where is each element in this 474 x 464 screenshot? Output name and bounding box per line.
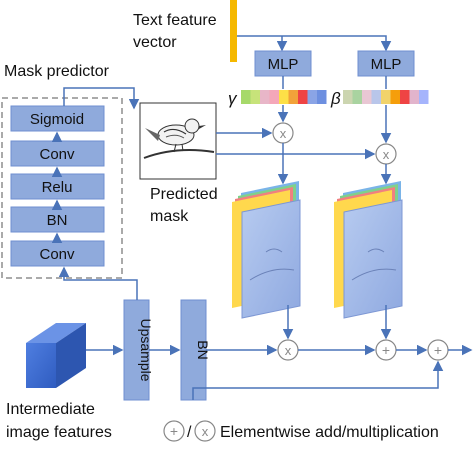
layer-conv-bottom — [10, 240, 105, 267]
multiply-op-gamma-symbol: x — [280, 126, 287, 141]
gamma-vector-cell — [298, 90, 308, 104]
text-feature-label-2: vector — [133, 34, 177, 51]
mask-predictor-title: Mask predictor — [4, 63, 110, 80]
add-op-final-symbol: + — [434, 342, 442, 358]
gamma-vector — [241, 90, 327, 104]
mask-predictor-box — [1, 97, 123, 279]
beta-vector-cell — [400, 90, 410, 104]
gamma-vector-cell — [288, 90, 298, 104]
gamma-feature-maps-front — [241, 199, 301, 319]
arrow-sigmoid-to-mask — [63, 87, 140, 110]
beta-vector-cell — [371, 90, 381, 104]
beta-vector-cell — [390, 90, 400, 104]
bn-label: BN — [195, 340, 211, 359]
legend-multiply-symbol: x — [202, 424, 209, 439]
gamma-feature-maps-sketch — [249, 248, 295, 281]
beta-vector-cell — [381, 90, 391, 104]
layer-conv-bottom-label: Conv — [39, 246, 75, 263]
layer-relu — [10, 173, 105, 200]
beta-feature-maps-front — [343, 199, 403, 319]
multiply-op-beta-symbol: x — [383, 147, 390, 162]
gamma-label: γ — [228, 89, 238, 108]
gamma-vector-cell — [260, 90, 270, 104]
legend-multiply-icon — [194, 420, 216, 442]
arrow-text-to-mlp — [237, 35, 392, 52]
mlp-left-label: MLP — [268, 56, 299, 73]
mask-predictor-layers: Sigmoid Conv Relu BN Conv — [10, 105, 105, 267]
layer-bn-label: BN — [47, 212, 68, 229]
layer-sigmoid — [10, 105, 105, 132]
intermediate-label: Intermediate — [6, 401, 95, 418]
beta-vector — [343, 90, 429, 104]
mlp-right — [357, 50, 415, 77]
layer-bn — [10, 206, 105, 233]
gamma-vector-cell — [241, 90, 251, 104]
text-feature-label: Text feature — [133, 12, 217, 29]
predicted-mask-label-2: mask — [150, 208, 189, 225]
intermediate-features-cube — [26, 323, 86, 388]
legend-add-icon — [163, 420, 185, 442]
beta-vector-cell — [409, 90, 419, 104]
beta-label: β — [330, 89, 341, 108]
gamma-feature-maps — [232, 181, 301, 319]
beta-feature-maps-sketch — [351, 248, 397, 281]
legend-add-symbol: + — [170, 423, 178, 439]
add-op-middle-symbol: + — [382, 342, 390, 358]
mlp-right-label: MLP — [371, 56, 402, 73]
beta-vector-cell — [362, 90, 372, 104]
arrow-upsample-to-mask-predictor — [58, 266, 138, 300]
beta-vector-cell — [343, 90, 353, 104]
predicted-mask-image — [139, 102, 217, 180]
gamma-vector-cell — [307, 90, 317, 104]
layer-relu-label: Relu — [42, 179, 73, 196]
layer-conv-top-label: Conv — [39, 146, 75, 163]
layer-sigmoid-label: Sigmoid — [30, 111, 84, 128]
beta-feature-maps — [334, 181, 403, 319]
text-feature-vector — [230, 0, 237, 62]
gamma-vector-cell — [317, 90, 327, 104]
legend-text: Elementwise add/multiplication — [220, 424, 439, 441]
upsample-label: Upsample — [138, 318, 154, 381]
beta-vector-cell — [352, 90, 362, 104]
multiply-op-bottom-symbol: x — [285, 343, 292, 358]
arrow-residual-to-final-add — [192, 360, 444, 400]
gamma-vector-cell — [269, 90, 279, 104]
beta-vector-cell — [419, 90, 429, 104]
legend-separator: / — [187, 424, 192, 441]
predicted-mask-label: Predicted — [150, 186, 218, 203]
gamma-vector-cell — [279, 90, 289, 104]
intermediate-label-2: image features — [6, 424, 112, 441]
gamma-vector-cell — [250, 90, 260, 104]
